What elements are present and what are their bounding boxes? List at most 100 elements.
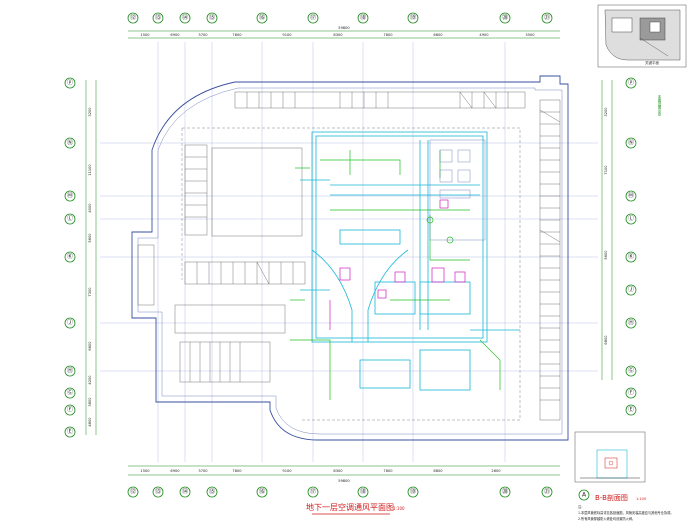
svg-text:4800: 4800 (88, 417, 92, 427)
left-axis-6: Ⓙ (64, 317, 76, 329)
top-dim-8: 6800 (433, 33, 443, 37)
bottom-axis-10: ㉑ (541, 486, 553, 498)
svg-text:7300: 7300 (88, 287, 92, 297)
top-axis-2: ⑬ (152, 12, 164, 24)
right-axis-6: Ⓙ (625, 284, 637, 296)
top-dim-7: 7800 (383, 33, 393, 37)
svg-text:5600: 5600 (604, 250, 608, 260)
svg-text:7100: 7100 (604, 165, 608, 175)
top-axis-7: ⑱ (357, 12, 369, 24)
svg-text:⑮: ⑮ (209, 488, 215, 496)
right-axis-4: Ⓛ (625, 213, 637, 225)
svg-text:3700: 3700 (198, 469, 208, 473)
svg-text:6800: 6800 (433, 469, 443, 473)
svg-text:9100: 9100 (282, 469, 292, 473)
left-axis-bubbles: ⓟ Ⓝ Ⓜ Ⓛ Ⓚ Ⓙ Ⓗ Ⓖ Ⓕ Ⓔ (64, 77, 76, 438)
svg-text:Ⓚ: Ⓚ (628, 253, 634, 261)
right-axis-3: Ⓜ (625, 190, 637, 202)
svg-text:⑲: ⑲ (410, 14, 416, 22)
section-title: B-B剖面图 (595, 493, 628, 502)
svg-text:ⓟ: ⓟ (67, 79, 73, 87)
right-axis-7: Ⓗ (625, 317, 637, 329)
top-axis-4: ⑮ (206, 12, 218, 24)
bottom-dim-labels: 1500 6900 3700 7800 9100 8300 7800 6800 … (140, 469, 501, 473)
svg-text:⑫: ⑫ (130, 488, 136, 496)
bottom-axis-3: ⑭ (179, 486, 191, 498)
left-axis-4: Ⓛ (64, 213, 76, 225)
svg-text:⑰: ⑰ (310, 14, 316, 22)
drawing-title: 地下一层空调通风平面图 (306, 502, 394, 512)
svg-text:Ⓜ: Ⓜ (67, 192, 73, 200)
top-axis-9: ⑳ (499, 12, 511, 24)
right-axis-bubbles: ⓟ Ⓝ Ⓜ Ⓛ Ⓚ Ⓙ Ⓗ Ⓖ Ⓕ Ⓔ (625, 77, 637, 416)
svg-text:Ⓗ: Ⓗ (628, 319, 634, 327)
top-axis-3: ⑭ (179, 12, 191, 24)
svg-text:4200: 4200 (88, 375, 92, 385)
key-plan-vertical-note: 本图范围示意 (657, 94, 662, 117)
bottom-axis-6: ⑰ (307, 486, 319, 498)
svg-text:⑮: ⑮ (209, 14, 215, 22)
svg-text:⑱: ⑱ (360, 14, 366, 22)
svg-text:2600: 2600 (491, 469, 501, 473)
note-1: 1.本层风管底标高详见各剖面图，风管安装高度应与其他专业协调。 (578, 510, 673, 515)
svg-text:⑲: ⑲ (410, 488, 416, 496)
top-total-dimension: 59800 (338, 26, 350, 30)
top-axis-bar: 59800 1500 6900 3700 7800 9100 8300 7800… (127, 12, 560, 39)
svg-text:Ⓙ: Ⓙ (628, 286, 634, 294)
top-dim-10: 3500 (525, 33, 535, 37)
section-scale: 1:100 (636, 497, 646, 501)
top-dim-3: 3700 (198, 33, 208, 37)
drawing-title-block: 地下一层空调通风平面图 1:100 (306, 502, 405, 515)
svg-text:⑫: ⑫ (130, 14, 136, 22)
svg-text:3800: 3800 (88, 397, 92, 407)
svg-text:3200: 3200 (88, 107, 92, 117)
svg-text:Ⓖ: Ⓖ (67, 389, 73, 397)
left-axis-2: Ⓝ (64, 137, 76, 149)
left-axis-bar: 3200 11100 4000 5600 7300 6600 4200 3800… (64, 77, 97, 438)
top-dim-4: 7800 (232, 33, 242, 37)
bottom-axis-1: ⑫ (127, 486, 139, 498)
svg-text:4000: 4000 (88, 203, 92, 213)
svg-text:6800: 6800 (604, 335, 608, 345)
equipment-room (429, 139, 486, 241)
svg-text:ⓟ: ⓟ (628, 79, 634, 87)
top-axis-8: ⑲ (407, 12, 419, 24)
right-axis-2: Ⓝ (625, 137, 637, 149)
svg-text:5600: 5600 (88, 233, 92, 243)
bottom-axis-bubbles: ⑫ ⑬ ⑭ ⑮ ⑯ ⑰ ⑱ ⑲ ⑳ ㉑ (127, 486, 553, 498)
key-plan: 关键平面 本图范围示意 (597, 4, 687, 117)
svg-text:Ⓖ: Ⓖ (628, 367, 634, 375)
bottom-axis-2: ⑬ (152, 486, 164, 498)
notes-heading: 注： (578, 504, 584, 509)
svg-text:Ⓔ: Ⓔ (628, 406, 634, 414)
svg-text:Ⓙ: Ⓙ (67, 319, 73, 327)
top-dim-9: 4900 (479, 33, 489, 37)
structural-grid (100, 42, 598, 462)
svg-text:⑰: ⑰ (310, 488, 316, 496)
svg-text:3200: 3200 (604, 107, 608, 117)
bottom-total-dimension: 59800 (338, 479, 350, 483)
svg-text:6900: 6900 (170, 469, 180, 473)
svg-text:⑭: ⑭ (182, 14, 188, 22)
right-axis-5: Ⓚ (625, 251, 637, 263)
right-axis-9: Ⓕ (625, 387, 637, 399)
svg-text:7800: 7800 (232, 469, 242, 473)
svg-text:⑳: ⑳ (502, 14, 508, 22)
left-axis-8: Ⓖ (64, 387, 76, 399)
parking-stalls-top (234, 91, 526, 109)
svg-text:⑯: ⑯ (259, 14, 265, 22)
top-axis-5: ⑯ (256, 12, 268, 24)
svg-text:Ⓔ: Ⓔ (67, 428, 73, 436)
left-axis-1: ⓟ (64, 77, 76, 89)
right-axis-8: Ⓖ (625, 365, 637, 377)
svg-text:Ⓜ: Ⓜ (628, 192, 634, 200)
note-2: 2.所有风管穿越防火墙处均设置防火阀。 (578, 516, 635, 521)
svg-text:Ⓗ: Ⓗ (67, 367, 73, 375)
bottom-axis-8: ⑲ (407, 486, 419, 498)
bottom-axis-7: ⑱ (357, 486, 369, 498)
svg-text:Ⓝ: Ⓝ (67, 139, 73, 147)
svg-text:Ⓛ: Ⓛ (67, 215, 73, 223)
right-axis-1: ⓟ (625, 77, 637, 89)
parking-stalls-right (539, 99, 561, 421)
